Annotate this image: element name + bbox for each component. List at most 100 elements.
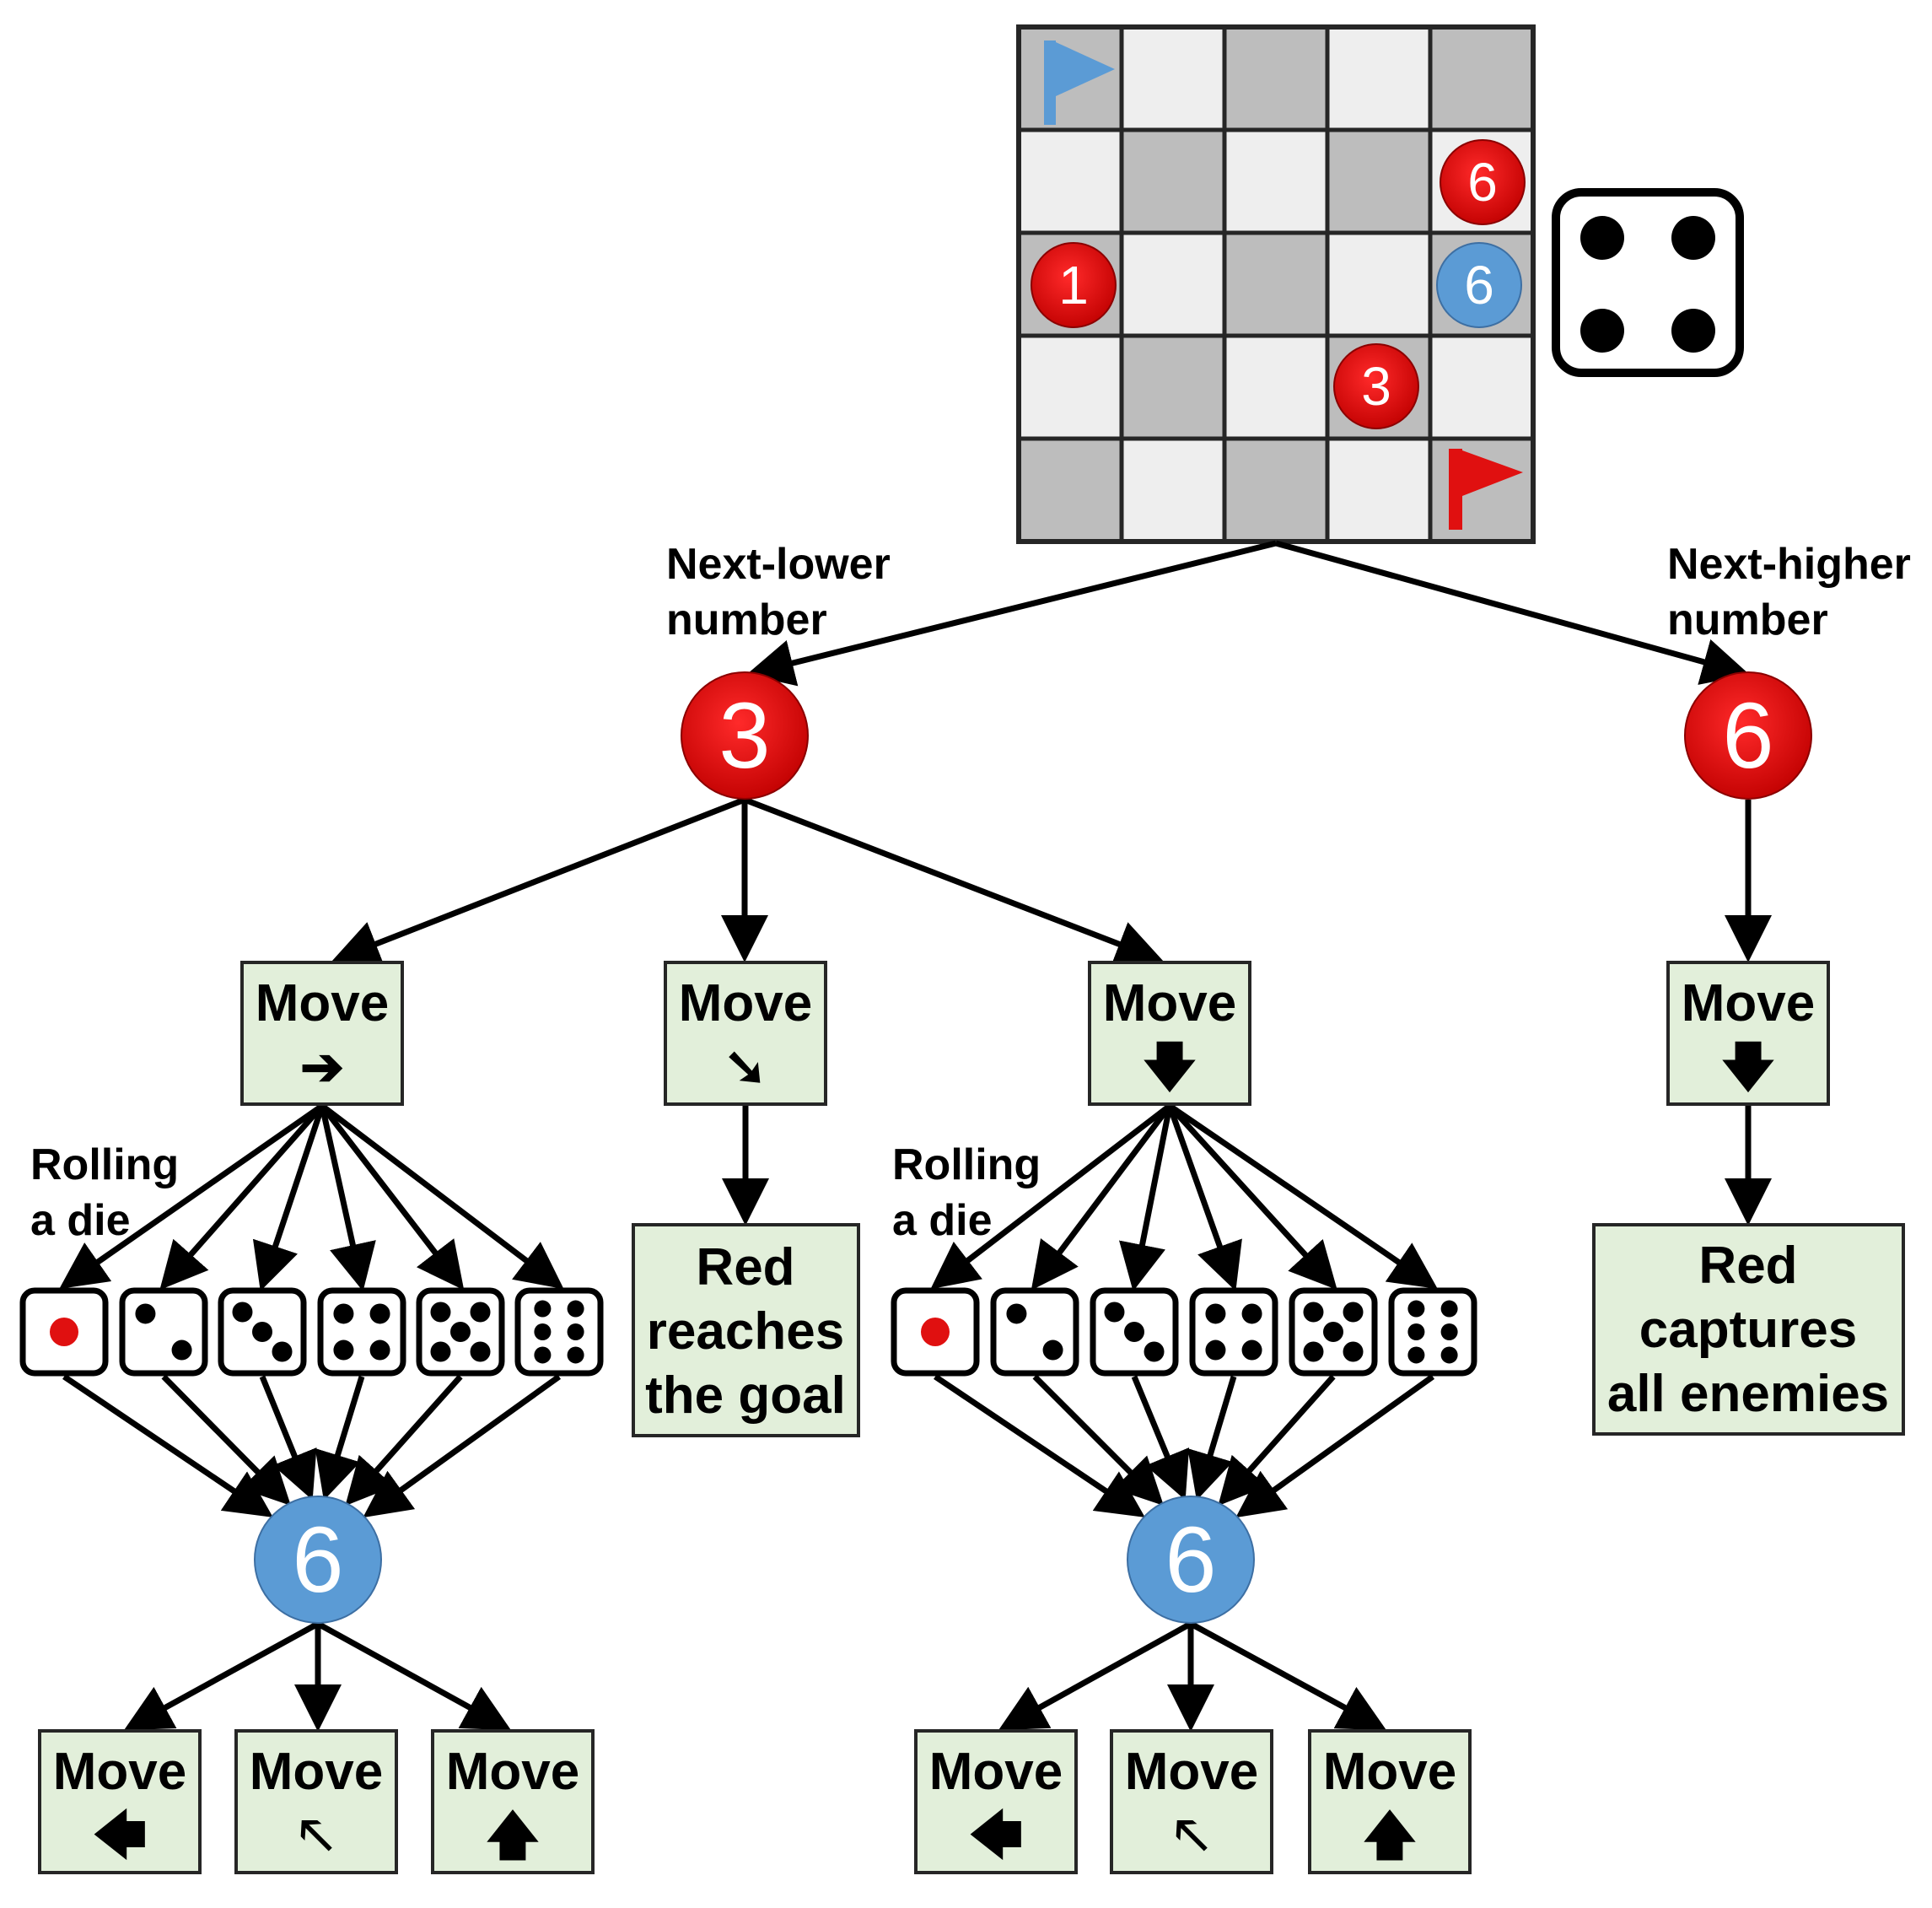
arrow-down-icon: 🡇 [1143,1038,1197,1097]
arrow-up-icon: 🡅 [1363,1807,1417,1865]
edge-arrow [59,1103,324,1289]
move-down-box-left: Move 🡇 [1088,961,1251,1106]
edge-arrow [1218,1374,1336,1506]
edge-arrow [161,1374,291,1506]
move-word: Move [1682,974,1815,1032]
move-down-right-box: Move ➘ [664,961,827,1106]
move-word: Move [1125,1743,1258,1801]
edge-arrow [345,1374,463,1506]
piece-label: 6 [1467,152,1498,213]
dice-row-left [19,1287,604,1377]
move-word: Move [53,1743,186,1801]
die-face-4-icon [1189,1287,1278,1377]
move-up-box-left: Move 🡅 [431,1729,595,1874]
edge-arrow [315,1375,365,1501]
edge-arrow [363,1374,562,1518]
edge-arrow [930,1103,1172,1290]
move-word: Move [929,1743,1063,1801]
edge-arrow [934,1374,1145,1517]
board-border [1016,24,1536,544]
move-word: Move [250,1743,383,1801]
die-face-2-icon [990,1287,1079,1377]
move-word: Move [256,974,389,1032]
outcome-line2: captures [1639,1301,1857,1359]
arrow-left-icon: 🡄 [969,1807,1023,1865]
edge-arrow [1119,1105,1173,1291]
board-cell [1119,230,1227,338]
outcome-line3: all enemies [1607,1365,1889,1423]
node-label: 6 [292,1508,343,1612]
edge-arrow [320,1103,465,1291]
board-cell [1119,436,1227,544]
blue-node-6-left: 6 [254,1496,382,1624]
red-piece-3: 3 [1333,343,1419,429]
current-die-icon [1552,188,1744,377]
edge-arrow [1131,1375,1190,1501]
next-lower-label-line1: Next-lower [666,540,891,589]
edge-arrow [1167,1103,1337,1291]
arrow-up-icon: 🡅 [486,1807,540,1865]
outcome-line1: Red [1698,1237,1797,1295]
move-word: Move [1103,974,1236,1032]
die-face-3-icon [1090,1287,1179,1377]
board-cell [1222,127,1330,235]
red-piece-1: 1 [1031,242,1117,328]
board-cell [1016,127,1124,235]
node-label: 3 [718,684,770,788]
red-captures-enemies-box: Red captures all enemies [1592,1223,1905,1436]
die-face-1-icon [891,1287,980,1377]
board-cell [1119,127,1227,235]
next-higher-label-line1: Next-higher [1667,540,1911,589]
arrow-right-icon: ➔ [300,1038,344,1097]
edge-arrow [123,1620,320,1731]
arrow-up-left-icon: 🡔 [1174,1807,1208,1865]
board-cell [1325,24,1433,132]
move-right-box: Move ➔ [240,961,404,1106]
rolling-right-label-line2: a die [892,1196,993,1245]
edge-arrow [316,1620,512,1731]
die-face-5-icon [1289,1287,1378,1377]
tree-edges [59,540,1772,1732]
edge-arrow [998,1620,1192,1731]
piece-label: 1 [1058,255,1089,315]
dice-row-right [891,1287,1477,1377]
blue-flag-icon [1044,40,1115,125]
board-cell [1428,333,1536,441]
board-cell [1222,24,1330,132]
edge-arrow [319,1105,376,1291]
board-cell [1016,436,1124,544]
board-cell [1325,127,1433,235]
edge-arrow [743,796,1164,967]
edge-arrow [1032,1374,1164,1506]
blue-node-6-right: 6 [1127,1496,1255,1624]
move-word: Move [679,974,812,1032]
edge-arrow [259,1375,317,1501]
edge-arrow [1168,1103,1438,1289]
red-node-3: 3 [681,671,809,800]
arrow-up-left-icon: 🡔 [299,1807,333,1865]
die-face-4-icon [317,1287,406,1377]
die-face-6-icon [514,1287,604,1377]
board-cell [1325,230,1433,338]
edge-arrow [62,1374,273,1517]
die-face-3-icon [218,1287,307,1377]
edge-arrow [1166,1104,1242,1291]
red-piece-6: 6 [1440,139,1526,225]
move-word: Move [446,1743,579,1801]
edge-arrow [1031,1103,1172,1291]
next-lower-label-line2: number [666,596,827,644]
blue-piece-6: 6 [1436,242,1522,328]
move-up-left-box-right: Move 🡔 [1110,1729,1273,1874]
board-cell [1016,333,1124,441]
arrow-down-right-icon: ➘ [724,1038,767,1097]
die-face-2-icon [119,1287,208,1377]
piece-label: 6 [1464,255,1494,315]
node-label: 6 [1722,684,1773,788]
rolling-left-label-line2: a die [30,1196,131,1245]
die-face-1-icon [19,1287,109,1377]
board-cell [1119,24,1227,132]
next-higher-label-line2: number [1667,596,1828,644]
red-reaches-goal-box: Red reaches the goal [632,1223,860,1437]
edge-arrow [1235,1374,1435,1518]
